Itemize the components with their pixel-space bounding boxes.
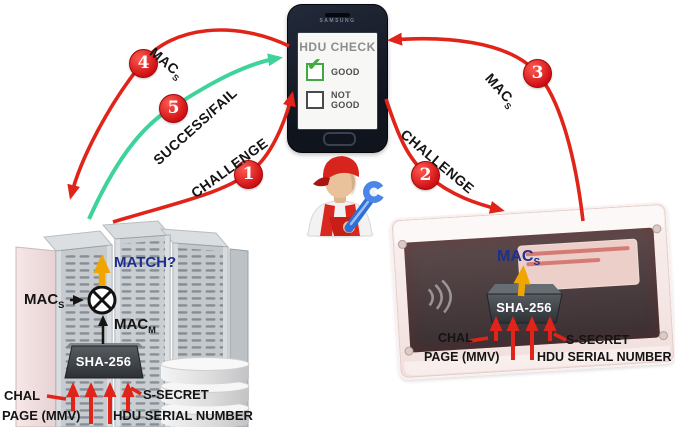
hdu-input-secret: S-SECRET bbox=[566, 333, 630, 347]
checkmark-icon: ✔ bbox=[307, 55, 322, 74]
flow-label-challenge-2: CHALLENGE bbox=[397, 126, 478, 197]
option-row-not-good: NOT GOOD bbox=[306, 90, 377, 110]
server-mac-s-label: MACS bbox=[24, 291, 65, 310]
phone-speaker-icon bbox=[325, 13, 350, 17]
phone-screen: HDU CHECK ✔ GOOD NOT GOOD bbox=[297, 32, 378, 130]
good-checkbox: ✔ bbox=[306, 56, 324, 81]
not-good-checkbox bbox=[306, 91, 324, 109]
not-good-label: NOT GOOD bbox=[331, 90, 360, 110]
hdu-input-serial: HDU SERIAL NUMBER bbox=[537, 350, 672, 364]
match-label: MATCH? bbox=[114, 254, 177, 271]
hdu-input-chal: CHAL bbox=[438, 331, 473, 345]
server-input-page: PAGE (MMV) bbox=[2, 408, 81, 423]
good-label: GOOD bbox=[331, 67, 360, 77]
phone-brand: SAMSUNG bbox=[319, 18, 356, 24]
server-input-secret: S-SECRET bbox=[143, 387, 209, 402]
hdu-sha256-label: SHA-256 bbox=[496, 300, 552, 315]
step-badge-5: 5 bbox=[159, 94, 188, 123]
hdu-label-line bbox=[525, 245, 630, 257]
server-sha256-label: SHA-256 bbox=[75, 354, 132, 369]
phone-home-button bbox=[323, 132, 356, 146]
step-badge-3: 3 bbox=[523, 59, 552, 88]
server-input-chal: CHAL bbox=[4, 388, 41, 403]
step-badge-1: 1 bbox=[234, 160, 263, 189]
server-mac-m-label: MACM bbox=[114, 316, 156, 335]
screen-title: HDU CHECK bbox=[299, 40, 376, 54]
step-badge-2: 2 bbox=[411, 161, 440, 190]
step-badge-4: 4 bbox=[129, 49, 158, 78]
hdu-mac-s-label: MACS bbox=[497, 248, 541, 269]
flow-label-mac-s-4: MACS bbox=[146, 44, 183, 84]
flow-label-mac-s-3: MACS bbox=[482, 70, 517, 112]
arrow-2-challenge bbox=[384, 98, 505, 214]
arrow-3-mac-s bbox=[387, 32, 585, 222]
hdu-circuit-board bbox=[403, 227, 661, 353]
server-input-serial: HDU SERIAL NUMBER bbox=[113, 408, 253, 423]
smartphone: SAMSUNG HDU CHECK ✔ GOOD NOT GOOD bbox=[287, 4, 388, 153]
hdu-device bbox=[389, 201, 675, 381]
hdu-input-page: PAGE (MMV) bbox=[424, 350, 500, 364]
option-row-good: ✔ GOOD bbox=[306, 56, 377, 81]
database-cylinder bbox=[160, 357, 250, 427]
hdu-speaker-arcs-icon bbox=[427, 279, 452, 314]
technician-figure bbox=[306, 156, 389, 238]
